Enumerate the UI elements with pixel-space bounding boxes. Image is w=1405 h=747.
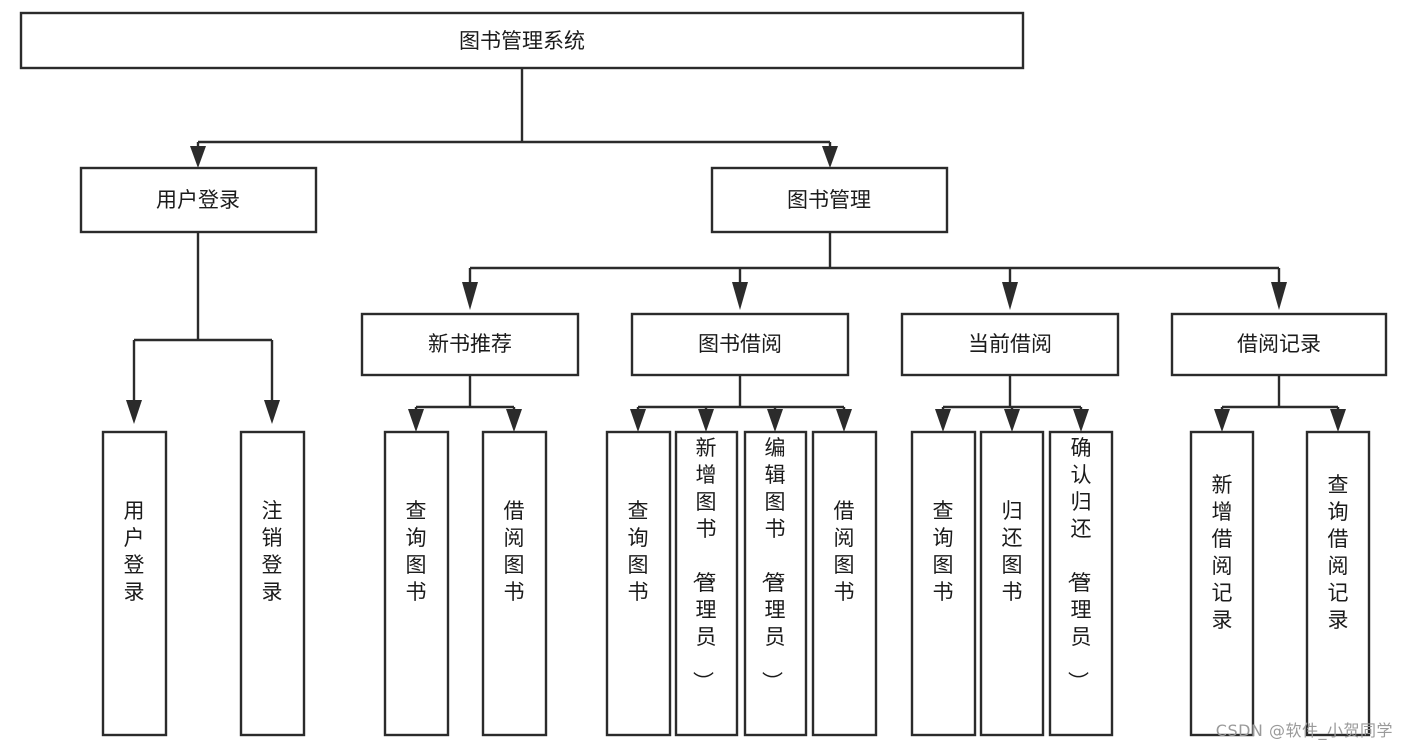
arrow-head-icon xyxy=(1004,409,1020,432)
node-box[interactable] xyxy=(743,430,808,737)
node-label: 注销登录 xyxy=(262,499,283,604)
node-root[interactable]: 图书管理系统 xyxy=(19,11,1025,70)
node-leaf-borrow-book-borrow[interactable]: 借阅图书 xyxy=(811,430,878,737)
node-leaf-edit-book[interactable]: 编辑图书（管理员） xyxy=(743,430,808,737)
arrow-head-icon xyxy=(732,282,748,310)
node-label: 用户登录 xyxy=(156,188,240,212)
connector-borrowrecord-to-leaves xyxy=(1214,375,1346,432)
node-box[interactable] xyxy=(383,430,450,737)
arrow-head-icon xyxy=(698,409,714,432)
node-box[interactable] xyxy=(239,430,306,737)
node-current-borrow[interactable]: 当前借阅 xyxy=(900,312,1120,377)
watermark-text: CSDN @软件_小贺同学 xyxy=(1215,721,1393,740)
connector-bookborrow-to-leaves xyxy=(630,375,852,432)
node-box[interactable] xyxy=(979,430,1045,737)
arrow-head-icon xyxy=(190,146,206,168)
node-label: 新增借阅记录 xyxy=(1212,473,1233,632)
node-leaf-return-book[interactable]: 归还图书 xyxy=(979,430,1045,737)
node-label: 查询借阅记录 xyxy=(1328,473,1349,632)
node-user-login[interactable]: 用户登录 xyxy=(79,166,318,234)
node-label: 借阅图书 xyxy=(834,499,855,604)
node-book-manage[interactable]: 图书管理 xyxy=(710,166,949,234)
node-new-book-rec[interactable]: 新书推荐 xyxy=(360,312,580,377)
node-box[interactable] xyxy=(811,430,878,737)
arrow-head-icon xyxy=(264,400,280,424)
node-label: 借阅记录 xyxy=(1237,332,1321,356)
node-box[interactable] xyxy=(1305,430,1371,737)
node-box[interactable] xyxy=(481,430,548,737)
node-label: 查询图书 xyxy=(628,499,649,604)
node-borrow-record[interactable]: 借阅记录 xyxy=(1170,312,1388,377)
node-leaf-borrow-book-new[interactable]: 借阅图书 xyxy=(481,430,548,737)
connector-newbook-to-leaves xyxy=(408,375,522,432)
node-box[interactable] xyxy=(605,430,672,737)
node-leaf-query-book-current[interactable]: 查询图书 xyxy=(910,430,977,737)
node-box[interactable] xyxy=(360,312,580,377)
node-leaf-confirm-return[interactable]: 确认归还（管理员） xyxy=(1048,430,1114,737)
arrow-head-icon xyxy=(462,282,478,310)
node-label: 查询图书 xyxy=(933,499,954,604)
node-leaf-user-login[interactable]: 用户登录 xyxy=(101,430,168,737)
arrow-head-icon xyxy=(1073,409,1089,432)
node-box[interactable] xyxy=(710,166,949,234)
node-label: 图书借阅 xyxy=(698,332,782,356)
node-box[interactable] xyxy=(630,312,850,377)
node-label: 借阅图书 xyxy=(504,499,525,604)
arrow-head-icon xyxy=(836,409,852,432)
node-box[interactable] xyxy=(1189,430,1255,737)
arrow-head-icon xyxy=(1002,282,1018,310)
arrow-head-icon xyxy=(1330,409,1346,432)
node-box[interactable] xyxy=(79,166,318,234)
node-box[interactable] xyxy=(19,11,1025,70)
node-leaf-user-logout[interactable]: 注销登录 xyxy=(239,430,306,737)
node-box[interactable] xyxy=(674,430,739,737)
node-book-borrow[interactable]: 图书借阅 xyxy=(630,312,850,377)
connector-currentborrow-to-leaves xyxy=(935,375,1089,432)
node-label: 编辑图书（管理员） xyxy=(760,436,786,692)
node-label: 用户登录 xyxy=(124,499,145,604)
node-box[interactable] xyxy=(910,430,977,737)
node-label: 图书管理系统 xyxy=(459,29,585,53)
arrow-head-icon xyxy=(1214,409,1230,432)
node-leaf-query-record[interactable]: 查询借阅记录 xyxy=(1305,430,1371,737)
arrow-head-icon xyxy=(1271,282,1287,310)
node-box[interactable] xyxy=(1170,312,1388,377)
arrow-head-icon xyxy=(506,409,522,432)
node-label: 当前借阅 xyxy=(968,332,1052,356)
arrow-head-icon xyxy=(630,409,646,432)
node-leaf-query-book-new[interactable]: 查询图书 xyxy=(383,430,450,737)
node-label: 查询图书 xyxy=(406,499,427,604)
connector-root-to-level2 xyxy=(190,68,838,168)
connector-bookmanage-to-level3 xyxy=(462,232,1287,310)
arrow-head-icon xyxy=(767,409,783,432)
arrow-head-icon xyxy=(822,146,838,168)
node-box[interactable] xyxy=(101,430,168,737)
node-label: 新书推荐 xyxy=(428,332,512,356)
node-leaf-add-book[interactable]: 新增图书（管理员） xyxy=(674,430,739,737)
connector-userlogin-to-leaves xyxy=(126,232,280,424)
arrow-head-icon xyxy=(935,409,951,432)
node-label: 确认归还（管理员） xyxy=(1066,436,1092,692)
node-box[interactable] xyxy=(900,312,1120,377)
node-box[interactable] xyxy=(1048,430,1114,737)
node-label: 新增图书（管理员） xyxy=(691,436,717,692)
node-leaf-add-record[interactable]: 新增借阅记录 xyxy=(1189,430,1255,737)
node-label: 图书管理 xyxy=(787,188,871,212)
arrow-head-icon xyxy=(408,409,424,432)
node-label: 归还图书 xyxy=(1002,499,1023,604)
node-leaf-query-book-borrow[interactable]: 查询图书 xyxy=(605,430,672,737)
arrow-head-icon xyxy=(126,400,142,424)
